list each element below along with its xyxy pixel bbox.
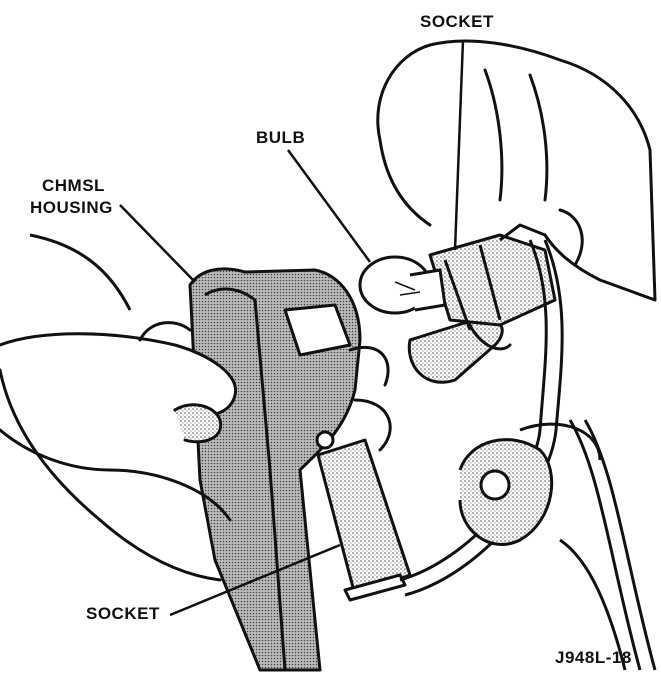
label-housing: HOUSING (30, 198, 113, 218)
socket-top-part (430, 225, 555, 330)
label-socket-bottom: SOCKET (86, 604, 160, 624)
upper-hand (378, 41, 655, 382)
figure-code: J948L-18 (555, 648, 632, 668)
label-socket-top: SOCKET (420, 12, 494, 32)
label-bulb: BULB (256, 128, 305, 148)
chmsl-housing (190, 269, 410, 670)
label-chmsl: CHMSL (42, 176, 105, 196)
